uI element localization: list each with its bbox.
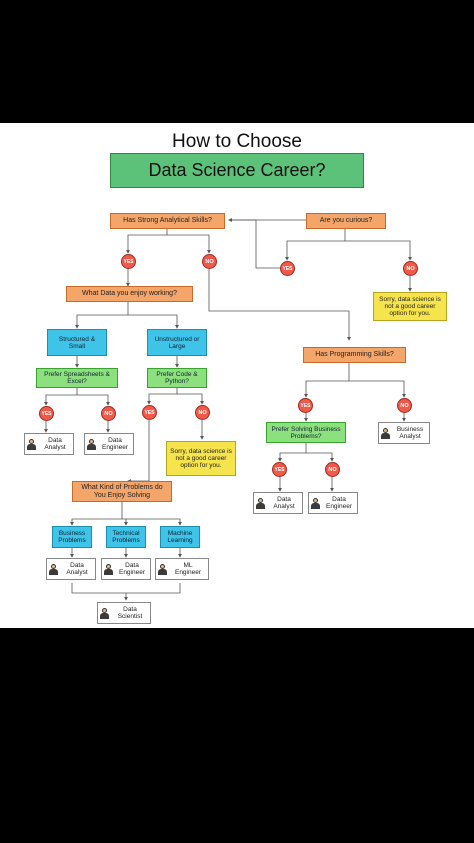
role-ml-engineer: ML Engineer [155, 558, 209, 580]
connector-lines [44, 218, 412, 601]
person-icon [311, 497, 320, 509]
yes-business: YES [272, 462, 287, 477]
preference-code: Prefer Code & Python? [147, 368, 207, 388]
preference-spreadsheets: Prefer Spreadsheets & Excel? [36, 368, 118, 388]
flowchart-panel: How to Choose Data Science Career? Has S… [0, 123, 474, 628]
yes-analytical: YES [121, 254, 136, 269]
yes-curious: YES [280, 261, 295, 276]
person-icon [100, 607, 109, 619]
question-problem-type: What Kind of Problems do You Enjoy Solvi… [72, 481, 172, 502]
problem-business: Business Problems [52, 526, 92, 548]
person-icon [49, 563, 58, 575]
sorry-note-code: Sorry, data science is not a good career… [166, 441, 236, 476]
main-heading: Data Science Career? [110, 153, 364, 188]
role-business-analyst: Business Analyst [378, 422, 430, 444]
problem-technical: Technical Problems [106, 526, 146, 548]
sorry-note-curious: Sorry, data science is not a good career… [373, 292, 447, 321]
no-curious: NO [403, 261, 418, 276]
person-icon [104, 563, 113, 575]
person-icon [381, 427, 390, 439]
role-data-engineer-left: Data Engineer [84, 433, 134, 455]
no-analytical: NO [202, 254, 217, 269]
person-icon [27, 438, 36, 450]
question-programming-skills: Has Programming Skills? [303, 347, 406, 363]
category-structured-small: Structured & Small [47, 329, 107, 356]
question-curious: Are you curious? [306, 213, 386, 229]
question-data-type: What Data you enjoy working? [66, 286, 193, 302]
no-business: NO [325, 462, 340, 477]
role-data-engineer-right: Data Engineer [308, 492, 358, 514]
page-title: How to Choose [172, 131, 302, 152]
role-data-analyst-right: Data Analyst [253, 492, 303, 514]
preference-business-problems: Prefer Solving Business Problems? [266, 422, 346, 443]
role-data-analyst-bottom: Data Analyst [46, 558, 96, 580]
yes-programming: YES [298, 398, 313, 413]
person-icon [87, 438, 96, 450]
yes-code: YES [142, 405, 157, 420]
category-unstructured-large: Unstructured or Large [147, 329, 207, 356]
problem-machine-learning: Machine Learning [160, 526, 200, 548]
role-data-analyst-left: Data Analyst [24, 433, 74, 455]
no-spreadsheets: NO [101, 406, 116, 421]
role-data-engineer-bottom: Data Engineer [101, 558, 151, 580]
no-code: NO [195, 405, 210, 420]
yes-spreadsheets: YES [39, 406, 54, 421]
person-icon [158, 563, 167, 575]
role-data-scientist: Data Scientist [97, 602, 151, 624]
no-programming: NO [397, 398, 412, 413]
person-icon [256, 497, 265, 509]
question-analytical-skills: Has Strong Analytical Skills? [110, 213, 225, 229]
